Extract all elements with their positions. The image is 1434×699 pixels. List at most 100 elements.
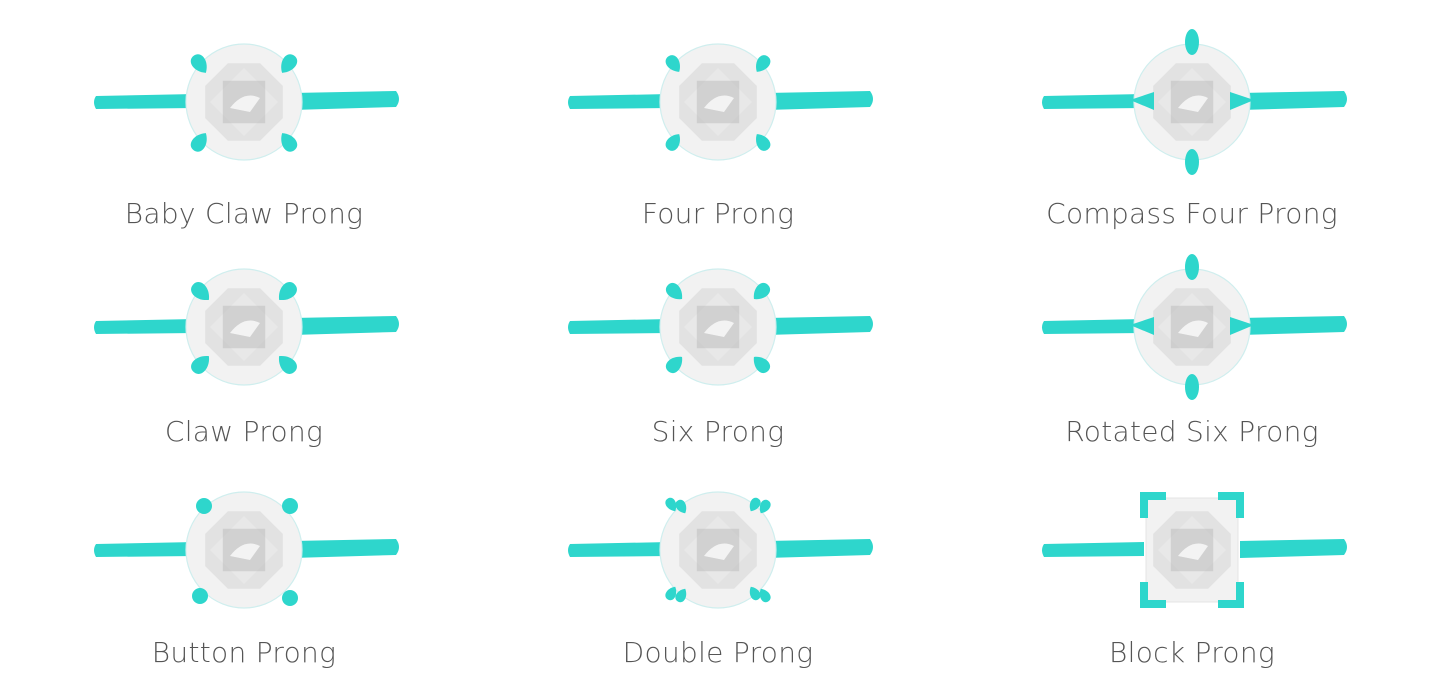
setting-six-prong: Six Prong (558, 255, 878, 455)
setting-claw-prong: Claw Prong (84, 255, 404, 455)
prong-right (1230, 92, 1254, 110)
ring-illustration-compass-four (1042, 29, 1347, 175)
setting-double-prong: Double Prong (558, 478, 878, 678)
prong-double-b-0 (675, 499, 687, 514)
gem-highlight (230, 320, 260, 337)
gemstone (1133, 268, 1251, 386)
prong-bottom-left (665, 356, 683, 374)
setting-label: Block Prong (1108, 636, 1276, 669)
gem-highlight (230, 543, 260, 560)
setting-four-prong: Four Prong (558, 30, 878, 235)
prong-left (1130, 92, 1154, 110)
prong-left (1130, 317, 1154, 335)
prong-top-left (196, 498, 212, 514)
prong-bottom-left (665, 134, 680, 151)
prong-bottom-left (191, 356, 209, 374)
prong-top (1185, 29, 1199, 55)
setting-label: Rotated Six Prong (1065, 415, 1319, 448)
band-left (568, 319, 670, 334)
gemstone (185, 491, 303, 609)
setting-label: Claw Prong (164, 415, 324, 448)
setting-compass-four-prong: Compass Four Prong (1032, 29, 1352, 235)
prong-bottom (1185, 149, 1199, 175)
prong-block-bottom-right (1218, 582, 1244, 608)
prong-bottom-right (279, 356, 297, 374)
ring-illustration-claw (94, 268, 399, 386)
gem-highlight (1178, 320, 1208, 337)
prong-double-a-1 (749, 497, 761, 512)
band-right (292, 91, 399, 110)
prong-top-right (282, 498, 298, 514)
prong-top (1185, 254, 1199, 280)
band-right (1240, 91, 1347, 110)
ring-illustration-baby-claw (94, 43, 399, 161)
band-left (1042, 319, 1144, 334)
gem-highlight (1178, 543, 1208, 560)
setting-block-prong: Block Prong (1032, 478, 1352, 678)
band-left (568, 94, 670, 109)
prong-double-b-3 (759, 588, 771, 603)
setting-label: Four Prong (641, 197, 795, 230)
ring-illustration-four (568, 43, 873, 161)
band-right (766, 539, 873, 558)
prong-top-left (665, 282, 683, 300)
prong-bottom (1185, 374, 1199, 400)
gemstone (659, 268, 777, 386)
prong-top-left (191, 282, 209, 300)
band-left (94, 319, 196, 334)
prong-double-b-2 (675, 588, 687, 603)
gem-highlight (704, 543, 734, 560)
prong-block-top-right (1218, 492, 1244, 518)
prong-top-left (665, 55, 680, 72)
setting-label: Baby Claw Prong (124, 197, 364, 230)
prong-block-bottom-left (1140, 582, 1166, 608)
prong-bottom-right (282, 590, 298, 606)
prong-bottom-right (753, 356, 771, 374)
gemstone (1145, 497, 1239, 603)
band-right (292, 539, 399, 558)
prong-bottom-right (281, 133, 298, 152)
band-right (1240, 316, 1347, 335)
prong-top-right (279, 282, 297, 300)
band-right (1240, 539, 1347, 558)
gem-highlight (704, 320, 734, 337)
gem-highlight (704, 95, 734, 112)
ring-illustration-block (1042, 492, 1347, 608)
prong-top-right (753, 282, 771, 300)
setting-baby-claw-prong: Baby Claw Prong (84, 30, 404, 235)
prong-right (1230, 317, 1254, 335)
prong-double-a-2 (665, 586, 677, 601)
band-left (568, 542, 670, 557)
setting-label: Button Prong (151, 636, 337, 669)
prong-bottom-right (756, 134, 771, 151)
band-right (292, 316, 399, 335)
prong-bottom-left (190, 133, 207, 152)
prong-double-b-1 (759, 499, 771, 514)
prong-top-left (190, 54, 207, 73)
prong-bottom-left (192, 588, 208, 604)
prong-top-right (281, 54, 298, 73)
band-right (766, 91, 873, 110)
setting-rotated-six-prong: Rotated Six Prong (1032, 254, 1352, 455)
setting-label: Six Prong (651, 415, 785, 448)
band-right (766, 316, 873, 335)
band-left (1042, 94, 1144, 109)
gemstone (1133, 43, 1251, 161)
ring-illustration-button (94, 491, 399, 609)
band-left (1042, 542, 1144, 557)
gem-highlight (230, 95, 260, 112)
gemstone (659, 491, 777, 609)
gem-highlight (1178, 95, 1208, 112)
ring-illustration-six (568, 268, 873, 386)
gemstone (659, 43, 777, 161)
gemstone (185, 43, 303, 161)
prong-double-a-3 (749, 586, 761, 601)
band-left (94, 542, 196, 557)
setting-button-prong: Button Prong (84, 478, 404, 678)
prong-double-a-0 (665, 497, 677, 512)
setting-label: Compass Four Prong (1046, 197, 1338, 230)
ring-illustration-rotated-six (1042, 254, 1347, 400)
gemstone (185, 268, 303, 386)
ring-illustration-double (568, 491, 873, 609)
